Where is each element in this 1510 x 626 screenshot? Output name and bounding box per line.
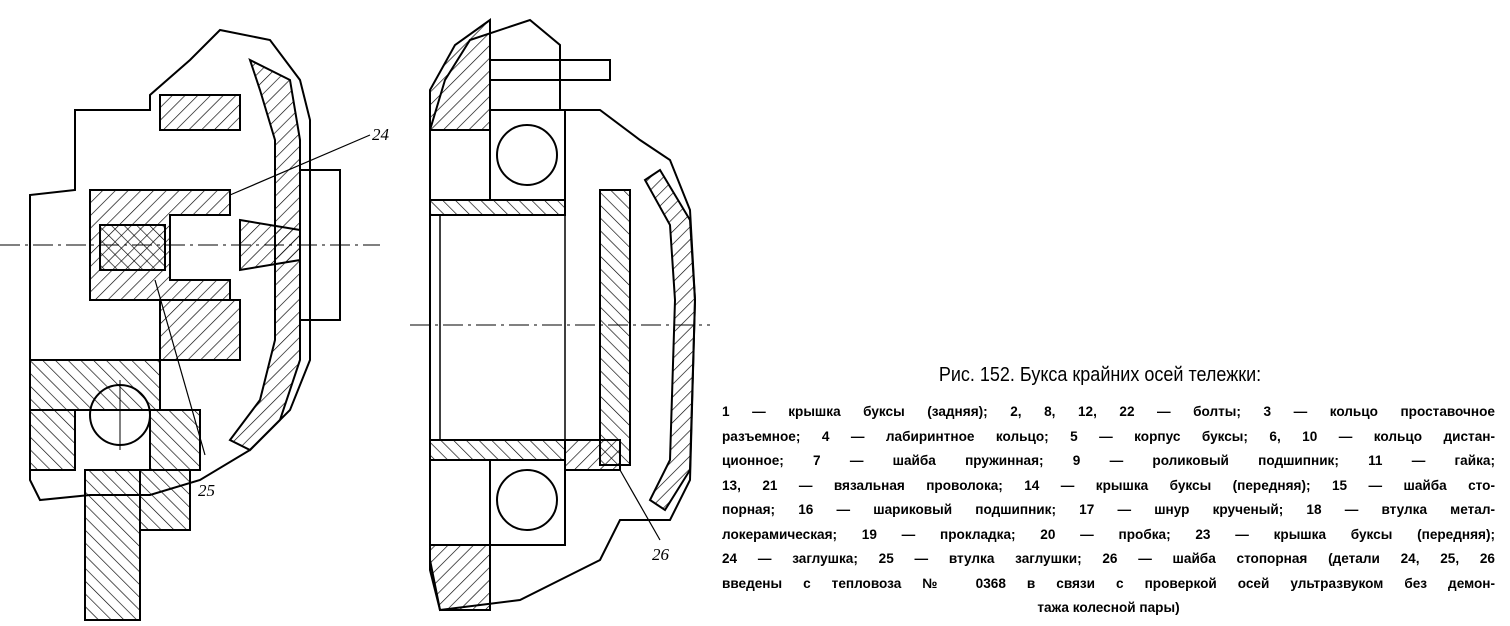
right-section-view [410,18,710,612]
caption-line: порная; 16 — шариковый подшипник; 17 — ш… [722,502,1495,517]
figure-caption-title: Рис. 152. Букса крайних осей тележки: [938,364,1262,386]
label-24: 24 [372,125,390,144]
caption-line: локерамическая; 19 — прокладка; 20 — про… [722,526,1495,542]
caption-line: ционное; 7 — шайба пружинная; 9 — ролико… [722,453,1495,468]
label-25: 25 [198,481,215,500]
left-section-view [0,28,380,621]
caption-line: введены с тепловоза № 0368 в связи с про… [722,575,1495,591]
caption-line: тажа колесной пары) [1037,600,1180,615]
caption-line: 1 — крышка буксы (задняя); 2, 8, 12, 22 … [722,404,1495,419]
caption-line: 24 — заглушка; 25 — втулка заглушки; 26 … [722,551,1495,566]
figure-caption-legend: 1 — крышка буксы (задняя); 2, 8, 12, 22 … [722,400,1495,621]
caption-line: 13, 21 — вязальная проволока; 14 — крышк… [722,477,1495,493]
label-26: 26 [652,545,670,564]
caption-line: разъемное; 4 — лабиринтное кольцо; 5 — к… [722,428,1495,444]
